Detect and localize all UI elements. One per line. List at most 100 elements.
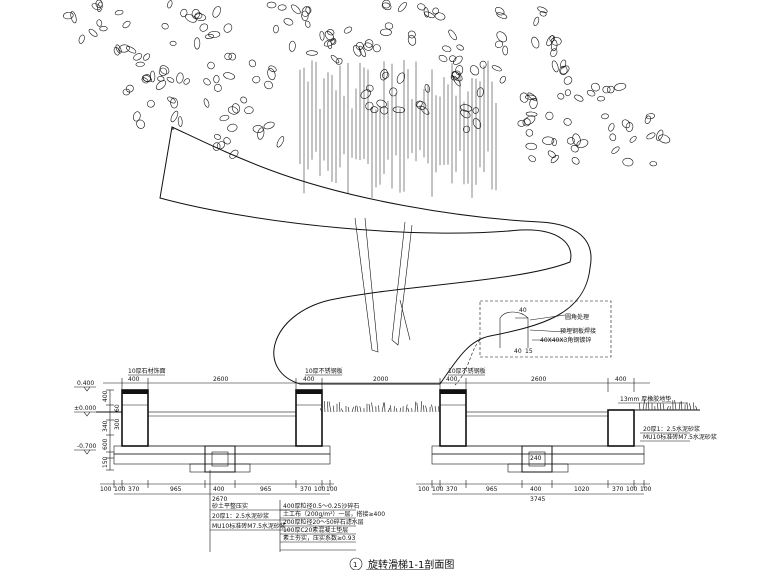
leaf-mark <box>469 65 480 76</box>
left-bottom-dims <box>100 480 334 495</box>
leaf-mark <box>301 10 309 21</box>
right-note-2: 20厚1：2.5水泥砂浆 <box>643 425 700 433</box>
leaf-mark <box>176 72 184 84</box>
leaf-mark <box>380 106 389 115</box>
leaf-mark <box>227 123 238 132</box>
leaf-mark <box>264 80 273 90</box>
legend-3: MU10标准砖M7.5水泥砂浆 <box>212 522 286 530</box>
leaf-mark <box>551 60 559 73</box>
leaf-mark <box>305 6 312 14</box>
leaf-mark <box>622 157 634 167</box>
leaf-mark <box>266 1 277 9</box>
leaf-mark <box>223 137 231 145</box>
rb-dim-5: 400 <box>530 486 542 493</box>
leaf-mark <box>125 84 134 93</box>
leaf-mark <box>567 137 575 145</box>
grass-blade <box>425 405 428 413</box>
rb-dim-8: 100 <box>626 486 638 493</box>
leaf-mark <box>327 29 335 36</box>
leaf-mark <box>167 0 173 9</box>
leaf-mark <box>170 110 179 123</box>
spiral-slide <box>159 126 592 385</box>
grass-blade <box>420 401 422 413</box>
grass-blade <box>405 404 408 413</box>
right-bottom-dims <box>416 480 650 495</box>
leaf-mark <box>257 127 265 140</box>
leaf-mark <box>397 1 407 13</box>
left-top-label-2: 10厚不锈钢板 <box>305 367 343 375</box>
right-drain-dim: 240 <box>530 455 542 462</box>
leaf-mark <box>494 7 505 16</box>
leaf-mark <box>551 138 557 147</box>
leaf-mark <box>330 37 337 45</box>
leaf-mark <box>407 30 416 39</box>
vdim-4: 300 <box>114 418 121 430</box>
leaf-mark <box>88 28 98 37</box>
grass-blade <box>680 400 683 411</box>
grass-blade <box>396 408 398 413</box>
leaf-mark <box>136 119 145 129</box>
vdim-5: 600 <box>102 438 109 450</box>
leaf-mark <box>122 88 131 96</box>
leaf-mark <box>70 11 77 24</box>
grass-blade <box>371 402 374 413</box>
tree-hatch <box>299 60 497 198</box>
leaf-mark <box>434 12 446 21</box>
leaf-mark <box>525 142 538 150</box>
leaf-mark <box>355 42 364 50</box>
leaf-mark <box>177 116 183 127</box>
leaf-mark <box>353 45 362 57</box>
right-top-label-1: 10厚不锈钢板 <box>448 367 486 375</box>
leaf-mark <box>591 82 600 92</box>
leaf-mark <box>494 40 504 48</box>
tree-trunk <box>354 217 413 353</box>
leaf-mark <box>343 26 353 34</box>
grass-blade <box>356 405 359 413</box>
leaf-mark <box>379 68 388 81</box>
leaf-mark <box>597 96 605 102</box>
leaf-mark <box>602 85 611 94</box>
right-note-1: 13mm 厚橡胶地垫 <box>620 395 671 403</box>
leaf-mark <box>417 3 426 11</box>
leaf-mark <box>519 92 529 103</box>
leaf-mark <box>244 106 254 115</box>
grass-blade <box>416 402 419 413</box>
rb-dim-3: 370 <box>446 486 458 493</box>
legend-1: 砂土平整压实 <box>212 502 248 510</box>
right-top-dim-2: 2600 <box>531 376 546 383</box>
grass-blade <box>659 403 662 411</box>
detail-note-3: 40X40X3角钢镀锌 <box>540 336 591 344</box>
detail-callout: 40 15 40 圆角处理 预埋钢板焊接 40X40X3角钢镀锌 <box>454 300 612 386</box>
lb-dim-6: 965 <box>260 486 272 493</box>
leaf-mark <box>463 125 470 133</box>
leaf-mark <box>563 118 572 126</box>
leaf-mark <box>268 65 277 73</box>
leaf-mark <box>161 23 169 30</box>
leaf-mark <box>97 1 103 13</box>
left-top-dim-3: 400 <box>303 376 315 383</box>
leaf-mark <box>448 29 457 41</box>
leaf-mark <box>224 52 232 60</box>
leaf-mark <box>227 106 239 115</box>
leaf-mark <box>96 19 103 27</box>
leaf-mark <box>252 75 261 84</box>
leaf-mark <box>415 100 423 108</box>
leaf-mark <box>91 3 101 11</box>
leaf-mark <box>381 2 392 11</box>
leaf-mark <box>180 8 188 18</box>
leaf-mark <box>99 25 108 32</box>
legend-2: 20厚1：2.5水泥砂浆 <box>212 512 269 520</box>
leaf-mark <box>231 103 241 114</box>
leaf-mark <box>228 52 237 61</box>
leaf-mark <box>125 46 137 54</box>
leaf-mark <box>149 70 156 83</box>
leaf-mark <box>141 77 149 84</box>
leaf-mark <box>157 76 165 82</box>
leaf-mark <box>212 6 221 18</box>
leaf-mark <box>306 50 318 56</box>
lb-dim-2: 100 <box>114 486 126 493</box>
lb-dim-8: 100 <box>314 486 326 493</box>
grass-blade <box>327 401 329 413</box>
leaf-mark <box>212 142 221 151</box>
grass-blade <box>332 405 335 413</box>
